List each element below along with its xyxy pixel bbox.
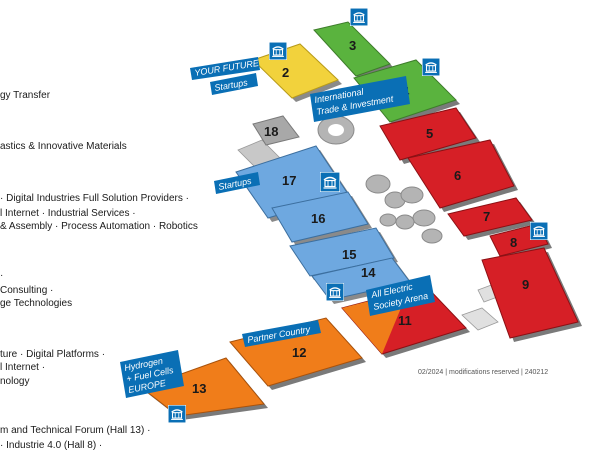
hall-3[interactable]: 3 (313, 21, 394, 80)
hall-building-icon (530, 222, 548, 240)
hall-number: 18 (264, 124, 278, 139)
hall-number: 2 (282, 65, 289, 80)
hall-fill (379, 107, 477, 161)
hall-building-icon (269, 42, 287, 60)
hall-fill (481, 247, 579, 339)
tag-startups-17: Startups (214, 172, 260, 194)
hall-number: 14 (361, 265, 376, 280)
hall-number: 6 (454, 168, 461, 183)
hall-fill (271, 191, 369, 243)
hall-fill (140, 357, 265, 417)
hall-7[interactable]: 7 (447, 197, 536, 240)
hall-number: 5 (426, 126, 433, 141)
hall-number: 16 (311, 211, 325, 226)
legend-line: gy Transfer (0, 90, 51, 101)
hall-fill (313, 21, 391, 77)
hall-number: 12 (292, 345, 306, 360)
hall-number: 3 (349, 38, 356, 53)
hall-building-icon (320, 172, 340, 192)
hall-building-icon (422, 58, 440, 76)
legend-line: · Digital Industries Full Solution Provi… (0, 193, 189, 204)
pavilions (317, 115, 443, 244)
legend-line: astics & Innovative Materials (0, 141, 127, 152)
legend-line: l Internet · (0, 362, 46, 373)
hall-building-icon (350, 8, 368, 26)
hall-9[interactable]: 9 (481, 247, 582, 342)
hall-building-icon (168, 405, 186, 423)
legend: gy Transfer astics & Innovative Material… (0, 0, 200, 451)
hall-15[interactable]: 15 (289, 227, 398, 280)
legend-line: · (0, 270, 4, 281)
legend-line: & Assembly · Process Automation · Roboti… (0, 221, 198, 232)
hall-fill (447, 197, 533, 237)
legend-line: m and Technical Forum (Hall 13) · (0, 425, 151, 436)
footer-note: 02/2024 | modifications reserved | 24021… (418, 369, 549, 376)
hall-number: 15 (342, 247, 356, 262)
hall-18[interactable]: 18 (252, 115, 300, 146)
legend-line: Consulting · (0, 285, 54, 296)
legend-line: ture · Digital Platforms · (0, 349, 106, 360)
hall-number: 9 (522, 277, 529, 292)
hall-number: 13 (192, 381, 206, 396)
hall-number: 17 (282, 173, 296, 188)
hall-number: 8 (510, 235, 517, 250)
legend-line: l Internet · Industrial Services · (0, 208, 136, 219)
hall-5[interactable]: 5 (379, 107, 480, 164)
hall-fill (289, 227, 395, 277)
hall-building-icon (326, 283, 344, 301)
hall-6[interactable]: 6 (407, 139, 518, 212)
hall-fill (407, 139, 515, 209)
hall-number: 7 (483, 209, 490, 224)
legend-line: · Industrie 4.0 (Hall 8) · (0, 440, 103, 451)
legend-line: ge Technologies (0, 298, 73, 309)
tag-hydrogen: Hydrogen + Fuel Cells EUROPE (120, 350, 184, 398)
legend-line: nology (0, 376, 30, 387)
hall-number: 11 (398, 313, 412, 328)
tag-startups-2: Startups (210, 73, 258, 95)
